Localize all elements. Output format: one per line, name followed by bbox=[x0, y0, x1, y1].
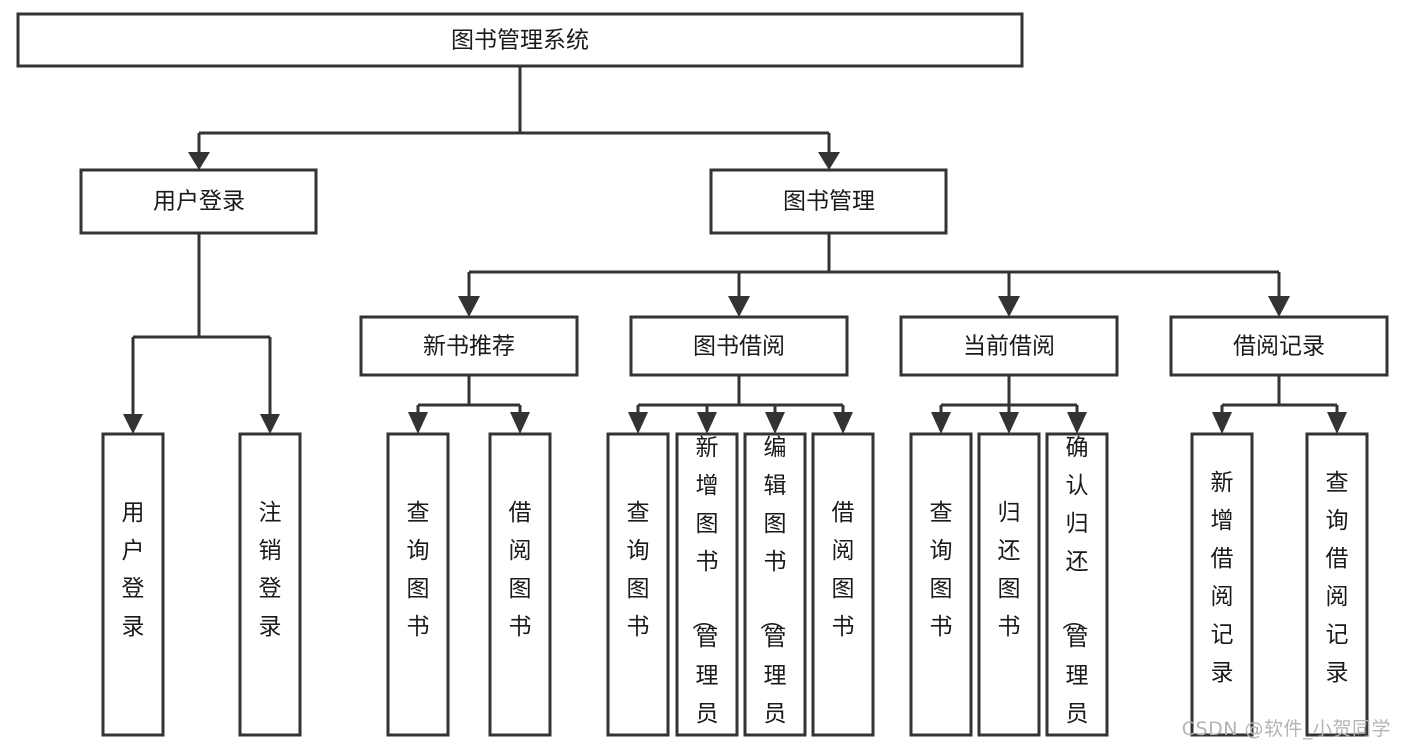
node-leaf-borrow-book-1-box[interactable] bbox=[488, 432, 552, 737]
node-leaf-add-book-box[interactable] bbox=[675, 432, 739, 737]
node-book-manage[interactable]: 图书管理 bbox=[709, 168, 948, 235]
node-leaf-add-record-box[interactable] bbox=[1190, 432, 1254, 737]
node-leaf-borrow-book-1[interactable]: 借阅图书 bbox=[488, 432, 552, 737]
node-leaf-query-book-3-box[interactable] bbox=[909, 432, 973, 737]
node-leaf-return-book-label: 归还图书 bbox=[998, 500, 1021, 640]
node-leaf-query-record[interactable]: 查询借阅记录 bbox=[1305, 432, 1369, 737]
node-borrow-record-label: 借阅记录 bbox=[1233, 334, 1325, 360]
node-new-book-recommend[interactable]: 新书推荐 bbox=[359, 315, 579, 377]
arrowhead-leaf-query-book-2 bbox=[628, 412, 648, 434]
node-leaf-add-book-label: 新增图书（管理员） bbox=[690, 435, 719, 747]
node-leaf-confirm-return-label: 确认归还（管理员） bbox=[1060, 435, 1089, 747]
node-leaf-logout-login-box[interactable] bbox=[238, 432, 302, 737]
node-user-login-label: 用户登录 bbox=[153, 189, 245, 215]
arrowhead-leaf-query-book-1 bbox=[408, 412, 428, 434]
arrowhead-leaf-user-login bbox=[123, 414, 143, 434]
arrowhead-leaf-query-book-3 bbox=[931, 412, 951, 434]
node-leaf-query-book-1-box[interactable] bbox=[386, 432, 450, 737]
node-leaf-query-book-1[interactable]: 查询图书 bbox=[386, 432, 450, 737]
node-leaf-user-login-box[interactable] bbox=[101, 432, 165, 737]
arrowhead-new-book-recommend bbox=[458, 296, 480, 317]
csdn-watermark: CSDN @软件_小贺同学 bbox=[1181, 718, 1391, 740]
node-leaf-borrow-book-2-box[interactable] bbox=[811, 432, 875, 737]
arrowhead-leaf-add-book bbox=[697, 412, 717, 434]
node-book-borrow-box[interactable] bbox=[629, 315, 849, 377]
node-book-manage-box[interactable] bbox=[709, 168, 948, 235]
arrowhead-leaf-return-book bbox=[999, 412, 1019, 434]
node-leaf-add-record[interactable]: 新增借阅记录 bbox=[1190, 432, 1254, 737]
node-leaf-logout-login[interactable]: 注销登录 bbox=[238, 432, 302, 737]
node-leaf-return-book[interactable]: 归还图书 bbox=[977, 432, 1041, 737]
node-leaf-add-book[interactable]: 新增图书（管理员） bbox=[675, 432, 739, 747]
arrowhead-leaf-edit-book bbox=[765, 412, 785, 434]
node-leaf-edit-book-box[interactable] bbox=[743, 432, 807, 737]
node-leaf-logout-login-label: 注销登录 bbox=[259, 500, 282, 640]
node-leaf-user-login[interactable]: 用户登录 bbox=[101, 432, 165, 737]
node-leaf-confirm-return[interactable]: 确认归还（管理员） bbox=[1045, 432, 1109, 747]
node-book-manage-label: 图书管理 bbox=[783, 189, 875, 215]
node-leaf-query-book-2[interactable]: 查询图书 bbox=[606, 432, 670, 737]
node-current-borrow-box[interactable] bbox=[899, 315, 1119, 377]
arrowhead-leaf-confirm-return bbox=[1067, 412, 1087, 434]
node-leaf-query-book-3[interactable]: 查询图书 bbox=[909, 432, 973, 737]
node-root-box[interactable] bbox=[16, 12, 1024, 68]
node-leaf-query-book-3-label: 查询图书 bbox=[930, 500, 953, 640]
node-new-book-recommend-label: 新书推荐 bbox=[423, 334, 515, 360]
node-leaf-user-login-label: 用户登录 bbox=[122, 500, 145, 640]
arrowhead-leaf-add-record bbox=[1212, 412, 1232, 434]
node-leaf-borrow-book-2[interactable]: 借阅图书 bbox=[811, 432, 875, 737]
arrowhead-leaf-logout-login bbox=[260, 414, 280, 434]
node-leaf-borrow-book-2-label: 借阅图书 bbox=[832, 500, 855, 640]
node-root-label: 图书管理系统 bbox=[451, 28, 589, 54]
node-leaf-borrow-book-1-label: 借阅图书 bbox=[509, 500, 532, 640]
arrowhead-leaf-borrow-book-1 bbox=[510, 412, 530, 434]
arrowhead-user-login bbox=[188, 152, 210, 170]
node-current-borrow[interactable]: 当前借阅 bbox=[899, 315, 1119, 377]
node-book-borrow[interactable]: 图书借阅 bbox=[629, 315, 849, 377]
node-leaf-confirm-return-box[interactable] bbox=[1045, 432, 1109, 737]
arrowhead-book-borrow bbox=[728, 296, 750, 317]
node-leaf-query-record-label: 查询借阅记录 bbox=[1326, 470, 1349, 686]
arrowhead-book-manage bbox=[818, 152, 840, 170]
node-user-login-box[interactable] bbox=[79, 168, 318, 235]
node-borrow-record-box[interactable] bbox=[1169, 315, 1389, 377]
node-leaf-query-book-2-box[interactable] bbox=[606, 432, 670, 737]
node-leaf-return-book-box[interactable] bbox=[977, 432, 1041, 737]
node-root[interactable]: 图书管理系统 bbox=[16, 12, 1024, 68]
arrowhead-leaf-borrow-book-2 bbox=[833, 412, 853, 434]
node-leaf-edit-book[interactable]: 编辑图书（管理员） bbox=[743, 432, 807, 747]
node-book-borrow-label: 图书借阅 bbox=[693, 334, 785, 360]
node-leaf-edit-book-label: 编辑图书（管理员） bbox=[758, 435, 787, 747]
node-leaf-add-record-label: 新增借阅记录 bbox=[1211, 470, 1234, 686]
arrowhead-borrow-record bbox=[1268, 296, 1290, 317]
node-leaf-query-book-2-label: 查询图书 bbox=[627, 500, 650, 640]
arrowhead-leaf-query-record bbox=[1327, 412, 1347, 434]
node-current-borrow-label: 当前借阅 bbox=[963, 334, 1055, 360]
connector-layer bbox=[123, 66, 1347, 434]
node-new-book-recommend-box[interactable] bbox=[359, 315, 579, 377]
node-borrow-record[interactable]: 借阅记录 bbox=[1169, 315, 1389, 377]
node-user-login[interactable]: 用户登录 bbox=[79, 168, 318, 235]
node-leaf-query-record-box[interactable] bbox=[1305, 432, 1369, 737]
node-leaf-query-book-1-label: 查询图书 bbox=[407, 500, 430, 640]
arrowhead-current-borrow bbox=[998, 296, 1020, 317]
